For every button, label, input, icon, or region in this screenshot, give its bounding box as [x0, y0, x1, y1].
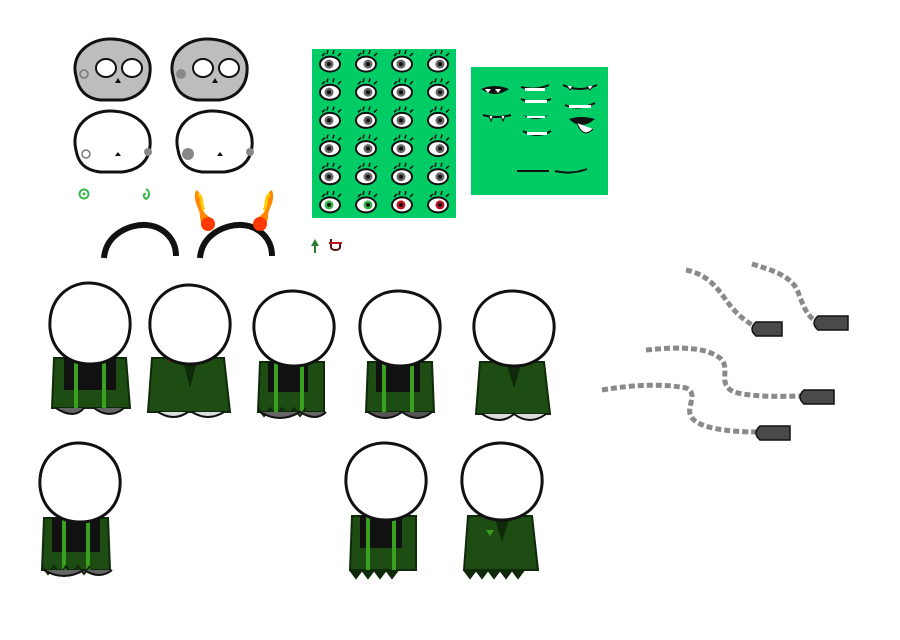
eye-r3-c2	[391, 134, 414, 158]
blank-head-1	[66, 108, 154, 174]
eye-r4-c3	[427, 162, 450, 186]
eye-r1-c2	[391, 78, 414, 101]
eye-r1-c3	[427, 78, 450, 101]
mouth-wide-smile	[522, 130, 552, 136]
mouth-grin-teeth	[562, 84, 598, 91]
eyes-grid	[319, 49, 450, 214]
mouths-panel	[471, 67, 608, 195]
green-swirl-icon	[78, 188, 90, 200]
mouths-grid	[481, 84, 598, 174]
red-symbol	[328, 237, 344, 253]
skull-head-1	[66, 36, 154, 102]
eye-r0-c3	[427, 49, 450, 73]
hair-arc	[100, 220, 180, 260]
body-jacket-icon	[460, 441, 544, 580]
mouth-open-tongue	[569, 117, 595, 134]
body-jacket-icon	[472, 289, 556, 421]
body-side-shackle	[342, 440, 438, 582]
skull-icon	[73, 37, 152, 102]
eye-r3-c0	[319, 134, 342, 158]
mouth-flat-line-2	[554, 168, 588, 174]
eye-r2-c2	[391, 106, 414, 129]
mouth-fanged-open	[481, 86, 509, 94]
eye-r0-c2	[391, 49, 414, 73]
body-front-jacket	[144, 282, 240, 422]
mouth-smirk-teeth	[520, 84, 550, 91]
bald-head-icon	[73, 109, 152, 174]
body-front-jacket-shackle	[458, 440, 554, 582]
skull-icon	[170, 37, 249, 102]
mouth-fanged-grin	[520, 98, 552, 103]
body-front-ragged	[34, 440, 130, 582]
chain-shackle-2	[751, 261, 849, 331]
horned-hair	[186, 188, 282, 260]
eye-r0-c0	[319, 49, 342, 73]
green-swirl-icon	[142, 188, 150, 201]
mouth-smile-teeth	[564, 102, 596, 109]
skull-head-2	[163, 36, 251, 102]
eye-r4-c0	[319, 162, 342, 186]
green-arrow-icon	[311, 239, 319, 253]
green-arrow-symbol	[310, 238, 320, 254]
eye-r4-c2	[391, 162, 414, 186]
eye-r5-c2	[391, 190, 414, 214]
eye-r0-c1	[355, 49, 378, 73]
red-symbol-icon	[329, 239, 342, 251]
chain-shackle-4	[601, 382, 791, 441]
horned-hair-icon	[194, 190, 275, 259]
chains-svg	[601, 261, 849, 441]
eye-r4-c1	[355, 162, 378, 186]
blank-head-2	[168, 108, 256, 174]
body-suspenders-icon	[48, 281, 132, 415]
chain-shackle-1	[685, 267, 783, 337]
chains-group	[596, 256, 866, 446]
bald-head-icon	[175, 109, 254, 174]
mouth-grin-small	[523, 115, 549, 119]
eye-r2-c1	[355, 106, 378, 129]
eye-r3-c3	[427, 134, 450, 158]
body-side-icon	[252, 289, 336, 419]
body-side-icon	[358, 289, 442, 419]
eye-r3-c1	[355, 134, 378, 158]
body-front-jacket-buttons	[470, 288, 566, 428]
chain-shackle-3	[645, 345, 835, 405]
eye-r1-c0	[319, 78, 342, 101]
green-swirl-symbol-1	[78, 188, 90, 200]
green-swirl-symbol-2	[141, 188, 151, 201]
body-side-icon	[344, 441, 428, 580]
eye-r1-c1	[355, 78, 378, 101]
hair-arc-icon	[101, 221, 179, 259]
eye-r2-c0	[319, 106, 342, 129]
mouth-flat-fang	[482, 114, 512, 123]
body-side-ragged	[250, 288, 346, 428]
body-front-suspenders	[44, 280, 140, 422]
eye-r5-c0	[319, 190, 342, 214]
eyes-panel	[312, 49, 456, 218]
eye-r5-c1	[355, 190, 378, 214]
body-side-suspenders	[356, 288, 452, 428]
eye-r2-c3	[427, 106, 450, 129]
eye-r5-c3	[427, 190, 450, 214]
body-suspenders-icon	[38, 441, 122, 577]
body-jacket-icon	[146, 283, 232, 418]
